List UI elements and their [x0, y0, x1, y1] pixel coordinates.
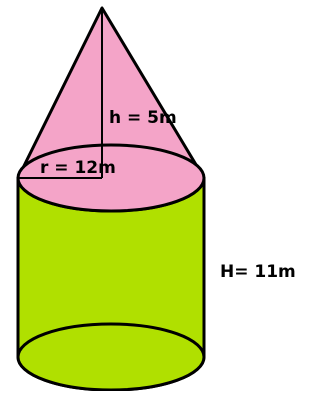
- cylinder-bottom-ellipse: [16, 322, 206, 392]
- cone-height-label: h = 5m: [109, 108, 177, 128]
- radius-label: r = 12m: [40, 158, 116, 178]
- cylinder-height-label: H= 11m: [220, 262, 296, 282]
